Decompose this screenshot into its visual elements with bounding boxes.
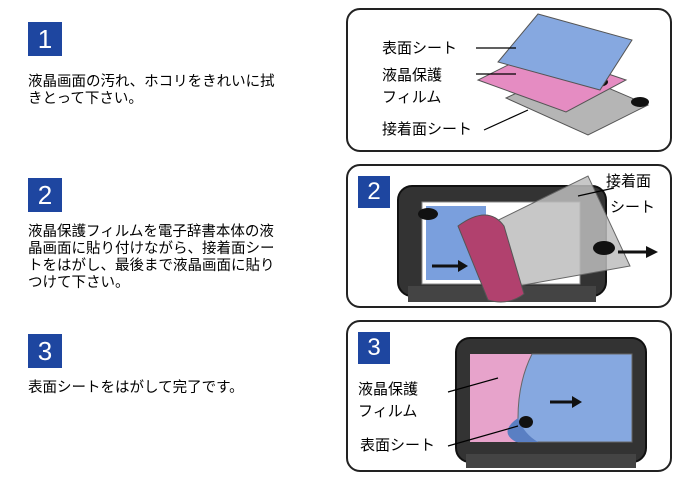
label-protective-film-2: フィルム (382, 88, 441, 106)
label-surface-sheet: 表面シート (382, 39, 457, 57)
apply-film-panel: 接着面 シート 2 (346, 164, 672, 308)
apply-film-diagram: 接着面 シート (397, 172, 658, 303)
step-3-text: 表面シートをはがして完了です。 (28, 380, 244, 396)
label-surface-sheet: 表面シート (360, 436, 435, 454)
label-protective-film-1: 液晶保護 (382, 66, 442, 84)
peel-surface-diagram: 液晶保護 フィルム 表面シート (358, 337, 647, 468)
label-adhesive-sheet: 接着面シート (382, 120, 472, 138)
peel-surface-panel: 液晶保護 フィルム 表面シート 3 (346, 320, 672, 472)
panel-2-badge: 2 (358, 176, 390, 208)
arrow-right-icon (646, 246, 658, 258)
step-1-text: 液晶画面の汚れ、ホコリをきれいに拭 きとって下さい。 (28, 74, 275, 107)
step-2-badge: 2 (28, 178, 62, 212)
label-protective-film-2: フィルム (358, 402, 417, 420)
step-3-badge: 3 (28, 334, 62, 368)
surface-sheet-layer (497, 13, 633, 91)
step-1-badge: 1 (28, 22, 62, 56)
arrow-right-icon (572, 396, 582, 408)
protective-film-curl (457, 214, 525, 303)
panel-3-badge: 3 (358, 332, 390, 364)
step-2-text: 液晶保護フィルムを電子辞書本体の液 晶画面に貼り付けながら、接着面シー トをはが… (28, 224, 275, 291)
arrow-right-icon (458, 260, 468, 272)
label-protective-film-1: 液晶保護 (358, 380, 418, 398)
layers-diagram: 表面シート 液晶保護 フィルム 接着面シート (382, 13, 650, 138)
adhesive-pull-tab (593, 241, 615, 255)
label-adhesive-1: 接着面 (606, 172, 651, 190)
peel-tab (519, 416, 533, 428)
layers-diagram-panel: 表面シート 液晶保護 フィルム 接着面シート (346, 8, 672, 152)
label-adhesive-2: シート (610, 198, 655, 216)
adhesive-tab (631, 97, 649, 107)
